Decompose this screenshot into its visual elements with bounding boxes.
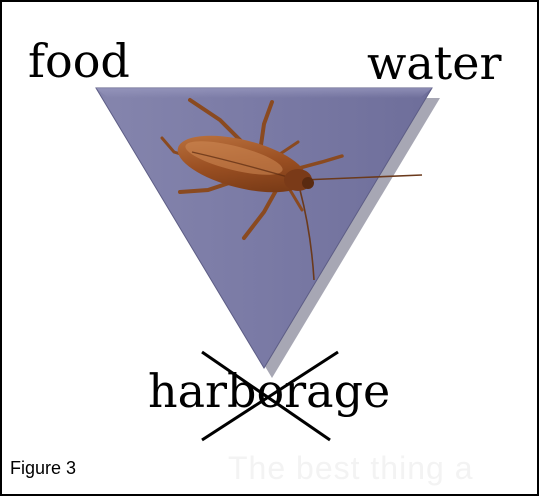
harborage-label: harborage <box>148 368 390 414</box>
figure-caption: Figure 3 <box>10 458 76 479</box>
water-label: water <box>367 40 502 86</box>
food-label: food <box>28 38 130 84</box>
faint-background-text: The best thing a <box>228 450 473 487</box>
